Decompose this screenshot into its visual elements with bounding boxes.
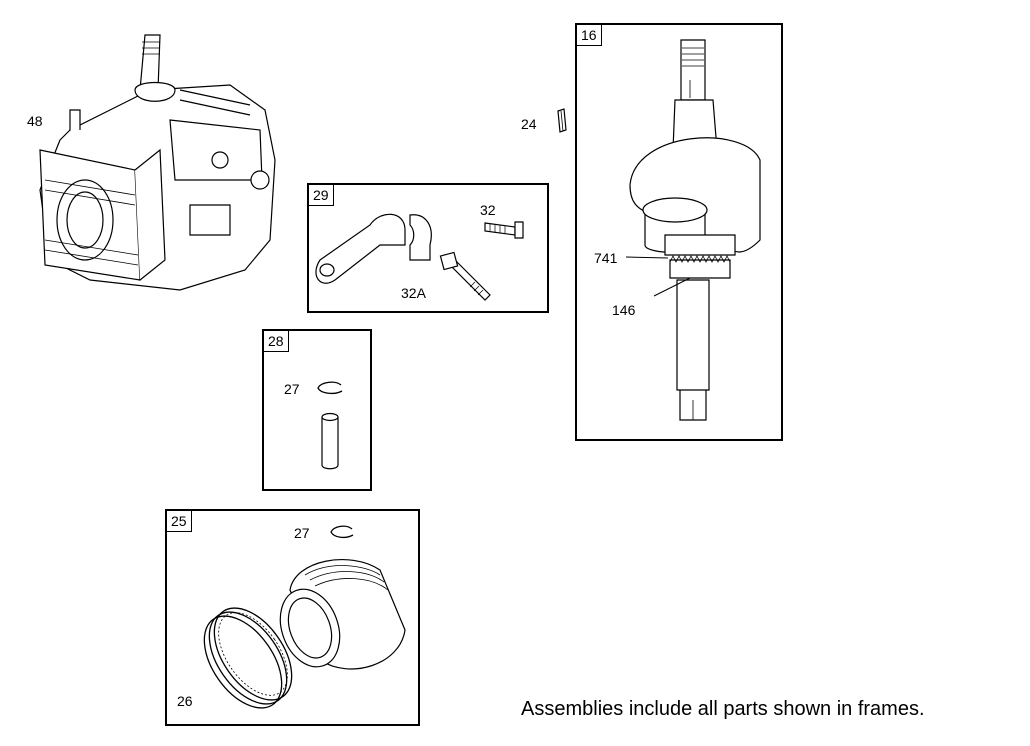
key-art	[555, 108, 569, 134]
frame-16: 16	[575, 23, 783, 441]
connecting-rod-art	[310, 205, 440, 290]
piston-pin-art	[318, 412, 344, 472]
piston-rings-art	[195, 605, 295, 715]
frame-number-16: 16	[577, 25, 602, 46]
frame-number-25: 25	[167, 511, 192, 532]
frame-28: 28	[262, 329, 372, 491]
assemblies-note: Assemblies include all parts shown in fr…	[521, 698, 925, 720]
frame-25: 25	[165, 509, 420, 726]
bolt-art	[440, 210, 530, 305]
label-26: 26	[177, 693, 193, 709]
label-32a: 32A	[401, 285, 426, 301]
frame-29: 29	[307, 183, 549, 313]
frame-number-28: 28	[264, 331, 289, 352]
label-27-frame-25: 27	[294, 525, 310, 541]
cylinder-block-art	[30, 30, 290, 300]
label-48: 48	[27, 113, 43, 129]
retainer-ring-art	[315, 380, 347, 396]
label-146: 146	[612, 302, 636, 318]
piston-art	[280, 550, 410, 680]
retainer-ring-art-2	[328, 524, 358, 540]
label-741: 741	[594, 250, 618, 266]
label-27-frame-28: 27	[284, 381, 300, 397]
frame-number-29: 29	[309, 185, 334, 206]
crankshaft-art	[585, 40, 775, 430]
label-32: 32	[480, 202, 496, 218]
label-24: 24	[521, 116, 537, 132]
